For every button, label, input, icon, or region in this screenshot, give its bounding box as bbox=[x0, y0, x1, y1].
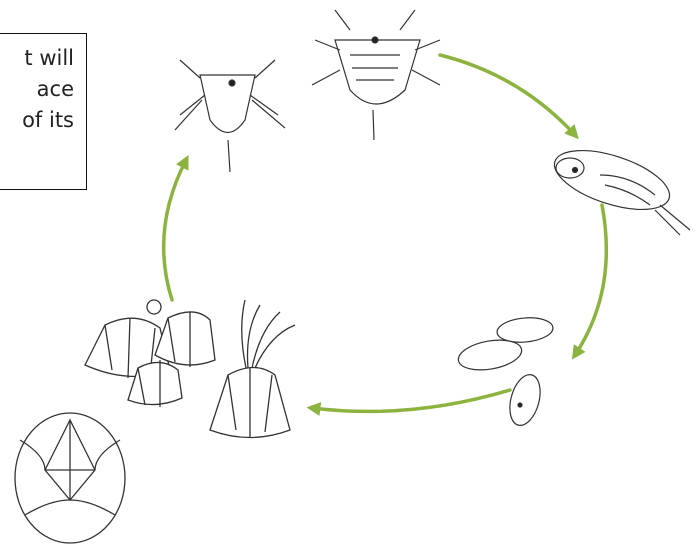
adult-barnacle-feeding-icon bbox=[210, 300, 295, 438]
cyprid-larva-icon bbox=[548, 139, 690, 235]
arrow-adult-to-nauplius bbox=[164, 160, 186, 300]
nauplius-larva-icon bbox=[312, 10, 440, 140]
arrow-settled-to-adult bbox=[312, 390, 510, 411]
arrow-nauplius-to-cyprid bbox=[440, 55, 575, 135]
settled-cyprid-icon bbox=[456, 316, 554, 429]
nauplius-larva-icon bbox=[175, 60, 285, 172]
arrow-cyprid-to-settled bbox=[575, 205, 606, 355]
barnacle-top-view-icon bbox=[15, 413, 125, 543]
adult-barnacle-cluster-icon bbox=[85, 300, 215, 407]
